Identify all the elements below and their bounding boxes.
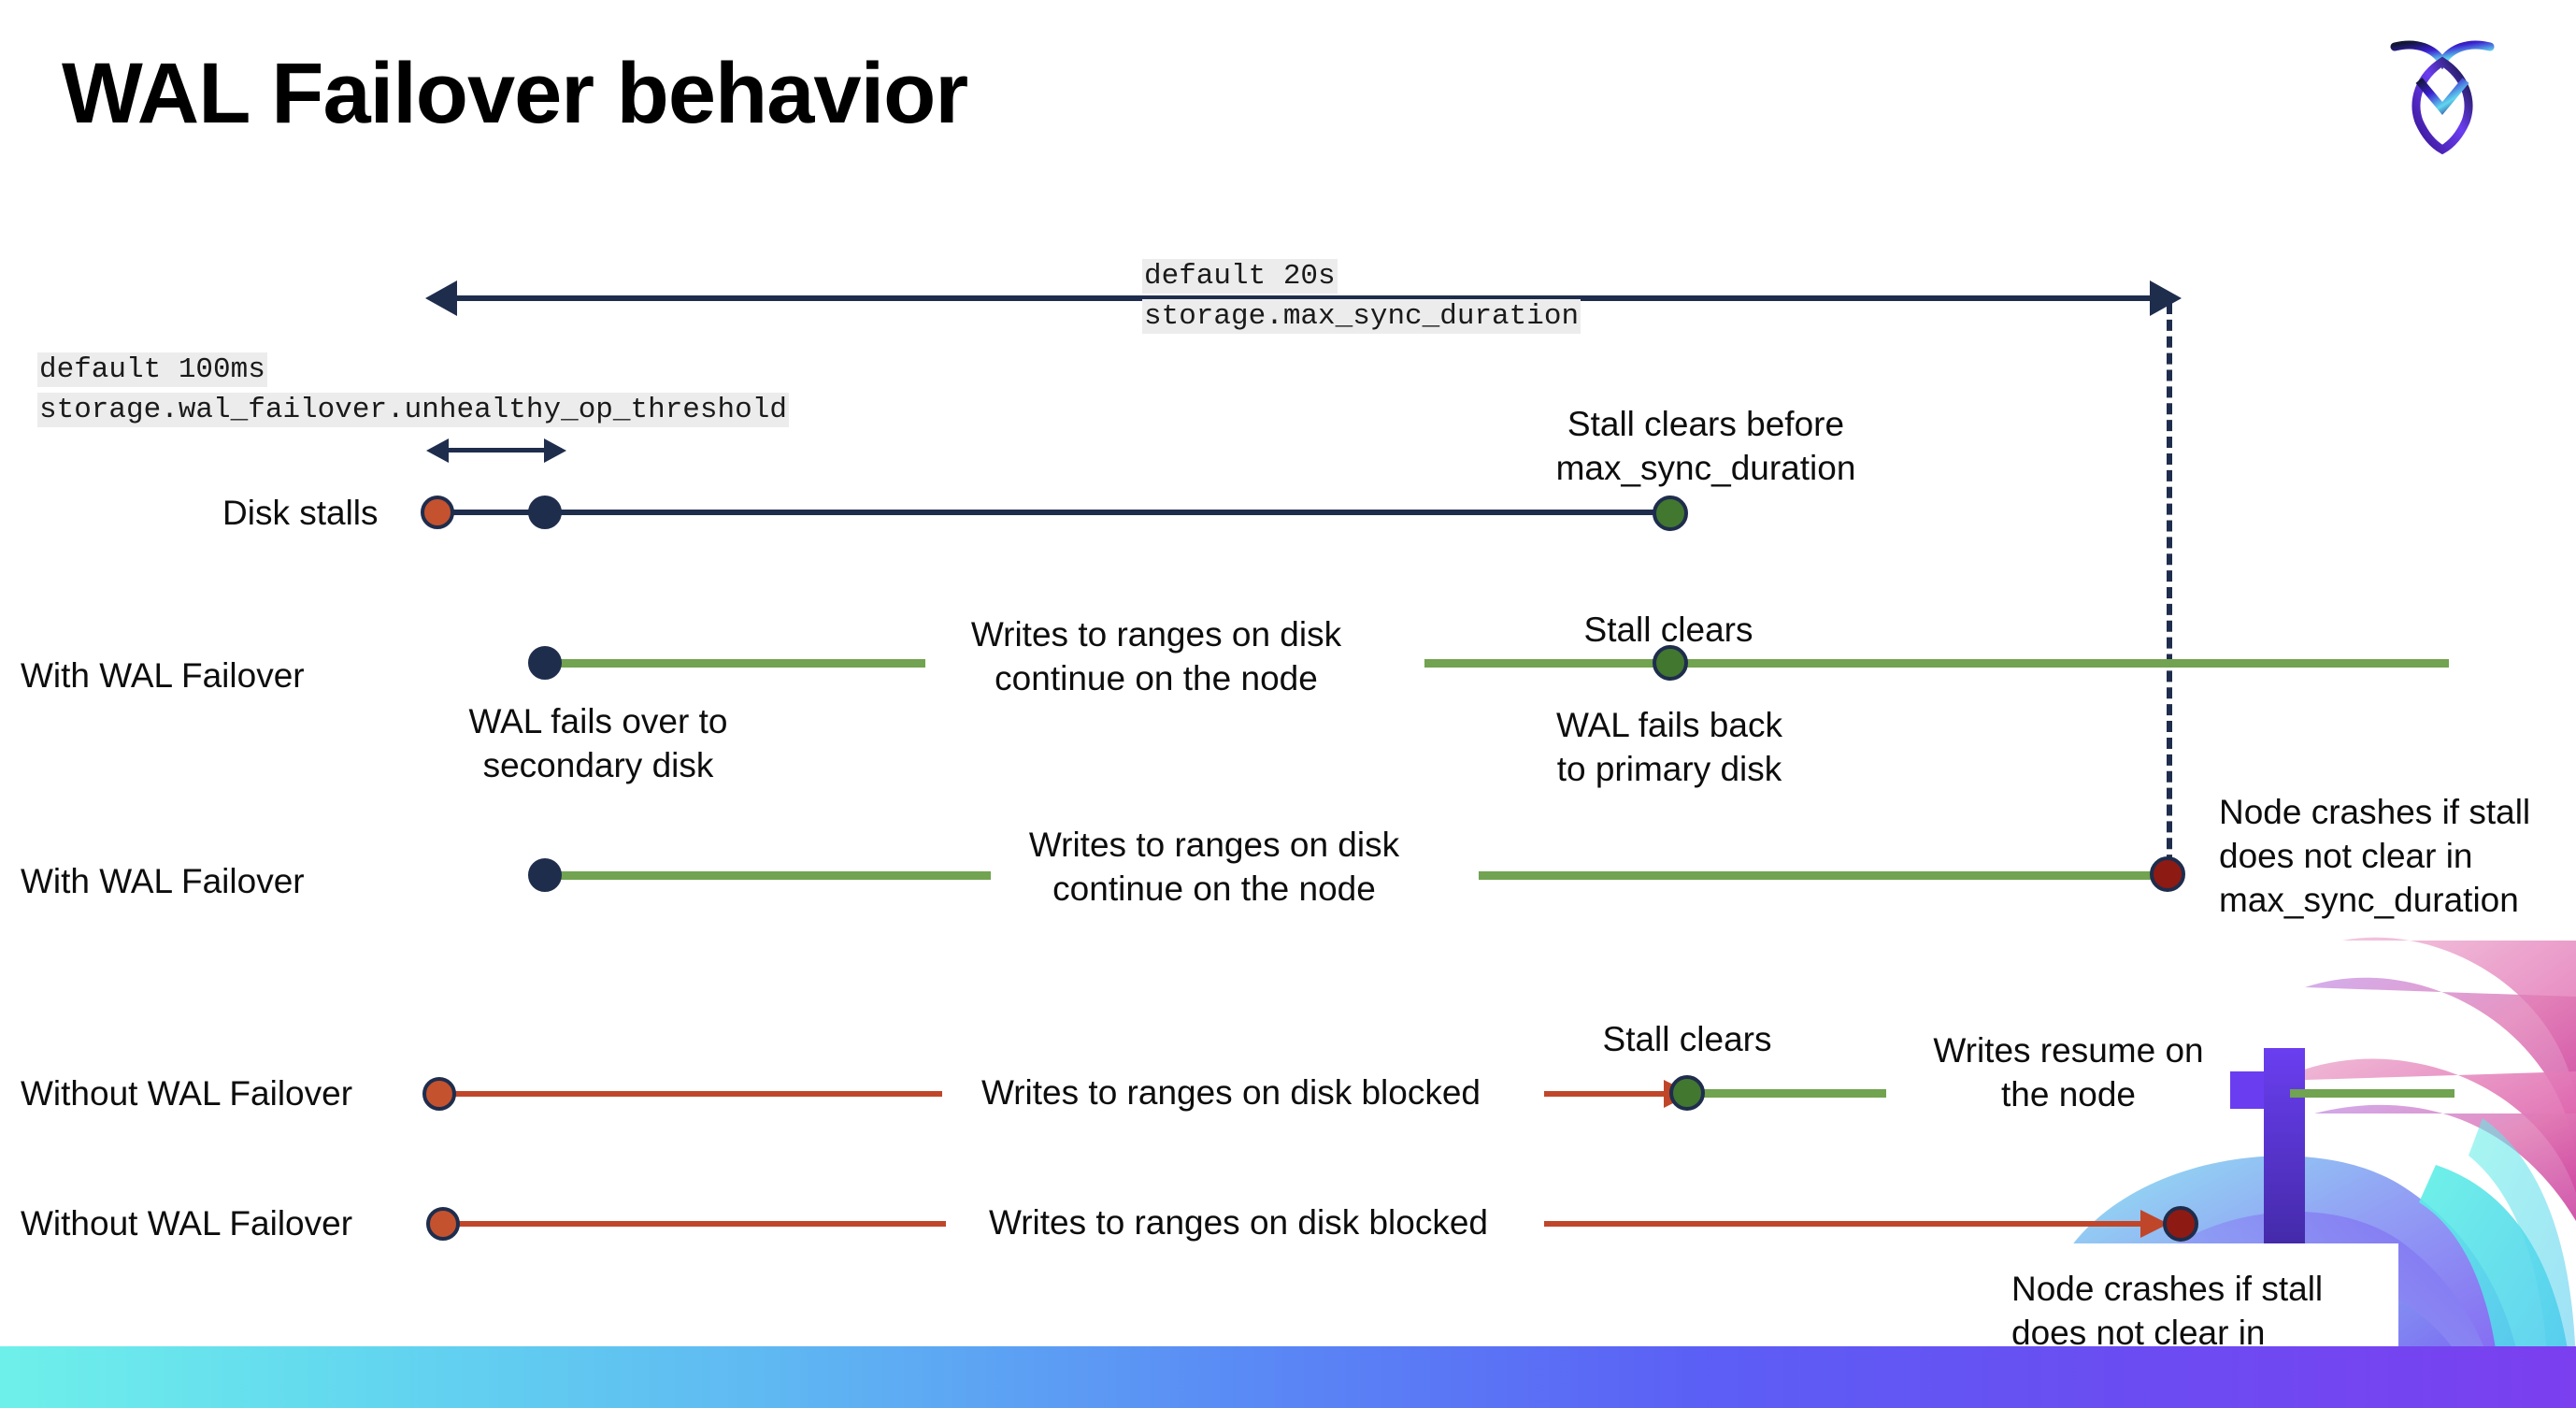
without-wal-failover-1-resume-track: [1703, 1089, 1886, 1098]
row-label-with-wal-failover-1: With WAL Failover: [21, 656, 305, 695]
annot-line: Writes to ranges on disk: [970, 615, 1342, 654]
annot-writes-continue-1: Writes to ranges on disk continue on the…: [946, 612, 1367, 700]
annot-line: Writes resume on: [1933, 1031, 2204, 1070]
disk-stalls-clear-marker: [1653, 496, 1688, 531]
without-wal-failover-1-blocked-track-2: [1544, 1091, 1675, 1097]
annot-line: WAL fails back: [1556, 706, 1782, 744]
annot-line: Node crashes if stall: [2219, 793, 2531, 831]
annot-line: does not clear in: [2011, 1314, 2266, 1352]
max-sync-duration-setting: storage.max_sync_duration: [1142, 299, 1581, 334]
annot-line: Stall clears before: [1567, 405, 1845, 443]
disk-stalls-track: [449, 510, 1673, 515]
without-wal-failover-2-blocked-track: [452, 1221, 946, 1227]
with-wal-failover-2-failover-marker: [528, 858, 562, 892]
annot-line: continue on the node: [995, 659, 1318, 697]
annot-line: to primary disk: [1556, 750, 1782, 788]
with-wal-failover-2-track-right: [1479, 871, 2182, 880]
annot-node-crashes-1: Node crashes if stall does not clear in …: [2219, 790, 2574, 922]
row-label-disk-stalls: Disk stalls: [222, 494, 379, 532]
max-sync-duration-label: default 20s storage.max_sync_duration: [1142, 256, 1581, 337]
annot-line: Stall clears: [1602, 1020, 1772, 1058]
unhealthy-op-threshold-left-arrowhead: [426, 438, 449, 463]
unhealthy-op-threshold-default: default 100ms: [37, 352, 267, 387]
without-wal-failover-1-start-marker: [422, 1077, 456, 1111]
annot-line: secondary disk: [482, 746, 714, 784]
unhealthy-op-threshold-right-arrowhead: [544, 438, 566, 463]
annot-stall-clears-2: Stall clears: [1533, 1017, 1841, 1061]
max-sync-duration-left-arrowhead: [425, 280, 457, 316]
row-label-without-wal-failover-2: Without WAL Failover: [21, 1204, 353, 1243]
without-wal-failover-1-clear-marker: [1669, 1075, 1705, 1111]
annot-writes-blocked-2: Writes to ranges on disk blocked: [953, 1200, 1524, 1244]
bottom-gradient-bar: [0, 1346, 2576, 1408]
without-wal-failover-2-crash-marker: [2163, 1206, 2198, 1242]
disk-stalls-failover-marker: [528, 496, 562, 529]
with-wal-failover-2-track-left: [544, 871, 991, 880]
row-label-without-wal-failover-1: Without WAL Failover: [21, 1074, 353, 1113]
disk-stalls-start-marker: [421, 496, 454, 529]
with-wal-failover-1-track-right: [1424, 659, 2449, 668]
annot-line: WAL fails over to: [468, 702, 728, 740]
annot-stall-clears-before: Stall clears before max_sync_duration: [1533, 402, 1879, 490]
annot-line: Writes to ranges on disk: [1028, 826, 1400, 864]
max-sync-duration-right-arrowhead: [2150, 280, 2182, 316]
max-sync-duration-deadline-guide: [2167, 303, 2172, 883]
cockroachdb-logo-icon: [2382, 28, 2503, 155]
annot-wal-fails-over: WAL fails over to secondary disk: [421, 699, 776, 787]
annot-line: the node: [2000, 1075, 2137, 1113]
annot-line: Node crashes if stall: [2011, 1270, 2324, 1308]
with-wal-failover-1-track-left: [544, 659, 925, 668]
without-wal-failover-1-resume-track-2: [2290, 1089, 2454, 1098]
annot-line: Writes to ranges on disk blocked: [988, 1203, 1489, 1242]
max-sync-duration-default: default 20s: [1142, 259, 1338, 294]
annot-line: max_sync_duration: [1555, 449, 1856, 487]
annot-line: max_sync_duration: [2219, 881, 2519, 919]
annot-writes-resume: Writes resume on the node: [1886, 1028, 2251, 1116]
unhealthy-op-threshold-label: default 100ms storage.wal_failover.unhea…: [37, 350, 789, 430]
without-wal-failover-2-blocked-track-2: [1544, 1221, 2154, 1227]
annot-stall-clears-1: Stall clears: [1514, 608, 1823, 652]
annot-line: does not clear in: [2219, 837, 2473, 875]
unhealthy-op-threshold-span-line: [447, 448, 550, 453]
unhealthy-op-threshold-setting: storage.wal_failover.unhealthy_op_thresh…: [37, 393, 789, 427]
with-wal-failover-1-failover-marker: [528, 646, 562, 680]
annot-line: Writes to ranges on disk blocked: [980, 1073, 1481, 1112]
row-label-with-wal-failover-2: With WAL Failover: [21, 862, 305, 900]
annot-wal-fails-back: WAL fails back to primary disk: [1499, 703, 1839, 791]
page-title: WAL Failover behavior: [62, 46, 968, 141]
annot-line: Stall clears: [1583, 611, 1753, 649]
without-wal-failover-2-start-marker: [426, 1207, 460, 1241]
with-wal-failover-1-clear-marker: [1653, 645, 1688, 681]
without-wal-failover-1-blocked-track: [449, 1091, 942, 1097]
annot-line: continue on the node: [1052, 869, 1376, 908]
annot-writes-blocked-1: Writes to ranges on disk blocked: [946, 1070, 1516, 1114]
annot-writes-continue-2: Writes to ranges on disk continue on the…: [1004, 823, 1424, 911]
with-wal-failover-2-crash-marker: [2150, 856, 2185, 892]
max-sync-duration-axis-line: [454, 295, 2161, 301]
